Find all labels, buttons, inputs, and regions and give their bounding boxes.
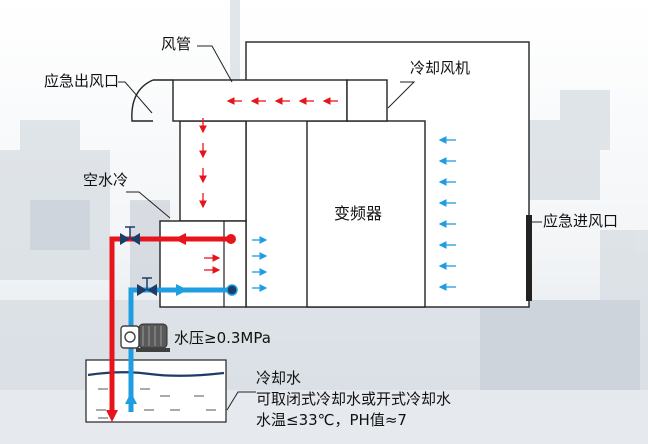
- water-marks: [96, 388, 216, 419]
- cooling-water-spec: 水温≤33℃，PH值≈7: [256, 411, 407, 429]
- emergency-inlet-label: 应急进风口: [543, 212, 619, 230]
- duct-label: 风管: [161, 35, 192, 53]
- water-surface: [87, 371, 225, 377]
- emergency-outlet-arc: [131, 79, 154, 122]
- cooling-water-title: 冷却水: [256, 369, 302, 387]
- water-tank: [85, 359, 227, 423]
- cold-water-arrow-up: [125, 392, 137, 404]
- cold-water-arrow-right: [176, 284, 188, 296]
- cold-water-pipe: [128, 287, 232, 412]
- hot-water-arrow-down: [106, 410, 118, 422]
- emergency-inlet-bar: [526, 215, 532, 301]
- hot-water-arrow-left: [174, 233, 186, 245]
- inverter-box: [306, 120, 426, 308]
- valve-icon: [120, 226, 140, 245]
- cooling-fan-label: 冷却风机: [410, 59, 471, 77]
- hot-water-node: [226, 234, 236, 244]
- cold-air-arrows-cooler: [252, 236, 268, 292]
- pump-icon: [120, 323, 170, 352]
- cold-water-node: [226, 284, 238, 296]
- air-water-cooler-label: 空水冷: [83, 171, 129, 189]
- cold-air-arrows-inverter: [438, 136, 456, 291]
- cooling-water-option: 可取闭式冷却水或开式冷却水: [256, 390, 452, 408]
- emergency-outlet-label: 应急出风口: [44, 72, 120, 90]
- inverter-label: 变频器: [334, 204, 383, 223]
- valve-icon: [137, 277, 157, 296]
- leader-lines: [118, 45, 542, 411]
- hot-air-arrows-cooler: [204, 254, 221, 274]
- duct-vertical: [179, 120, 247, 222]
- cooling-fan-box: [346, 79, 388, 122]
- water-pressure-label: 水压≥0.3MPa: [174, 329, 271, 347]
- hot-water-pipe: [109, 236, 231, 412]
